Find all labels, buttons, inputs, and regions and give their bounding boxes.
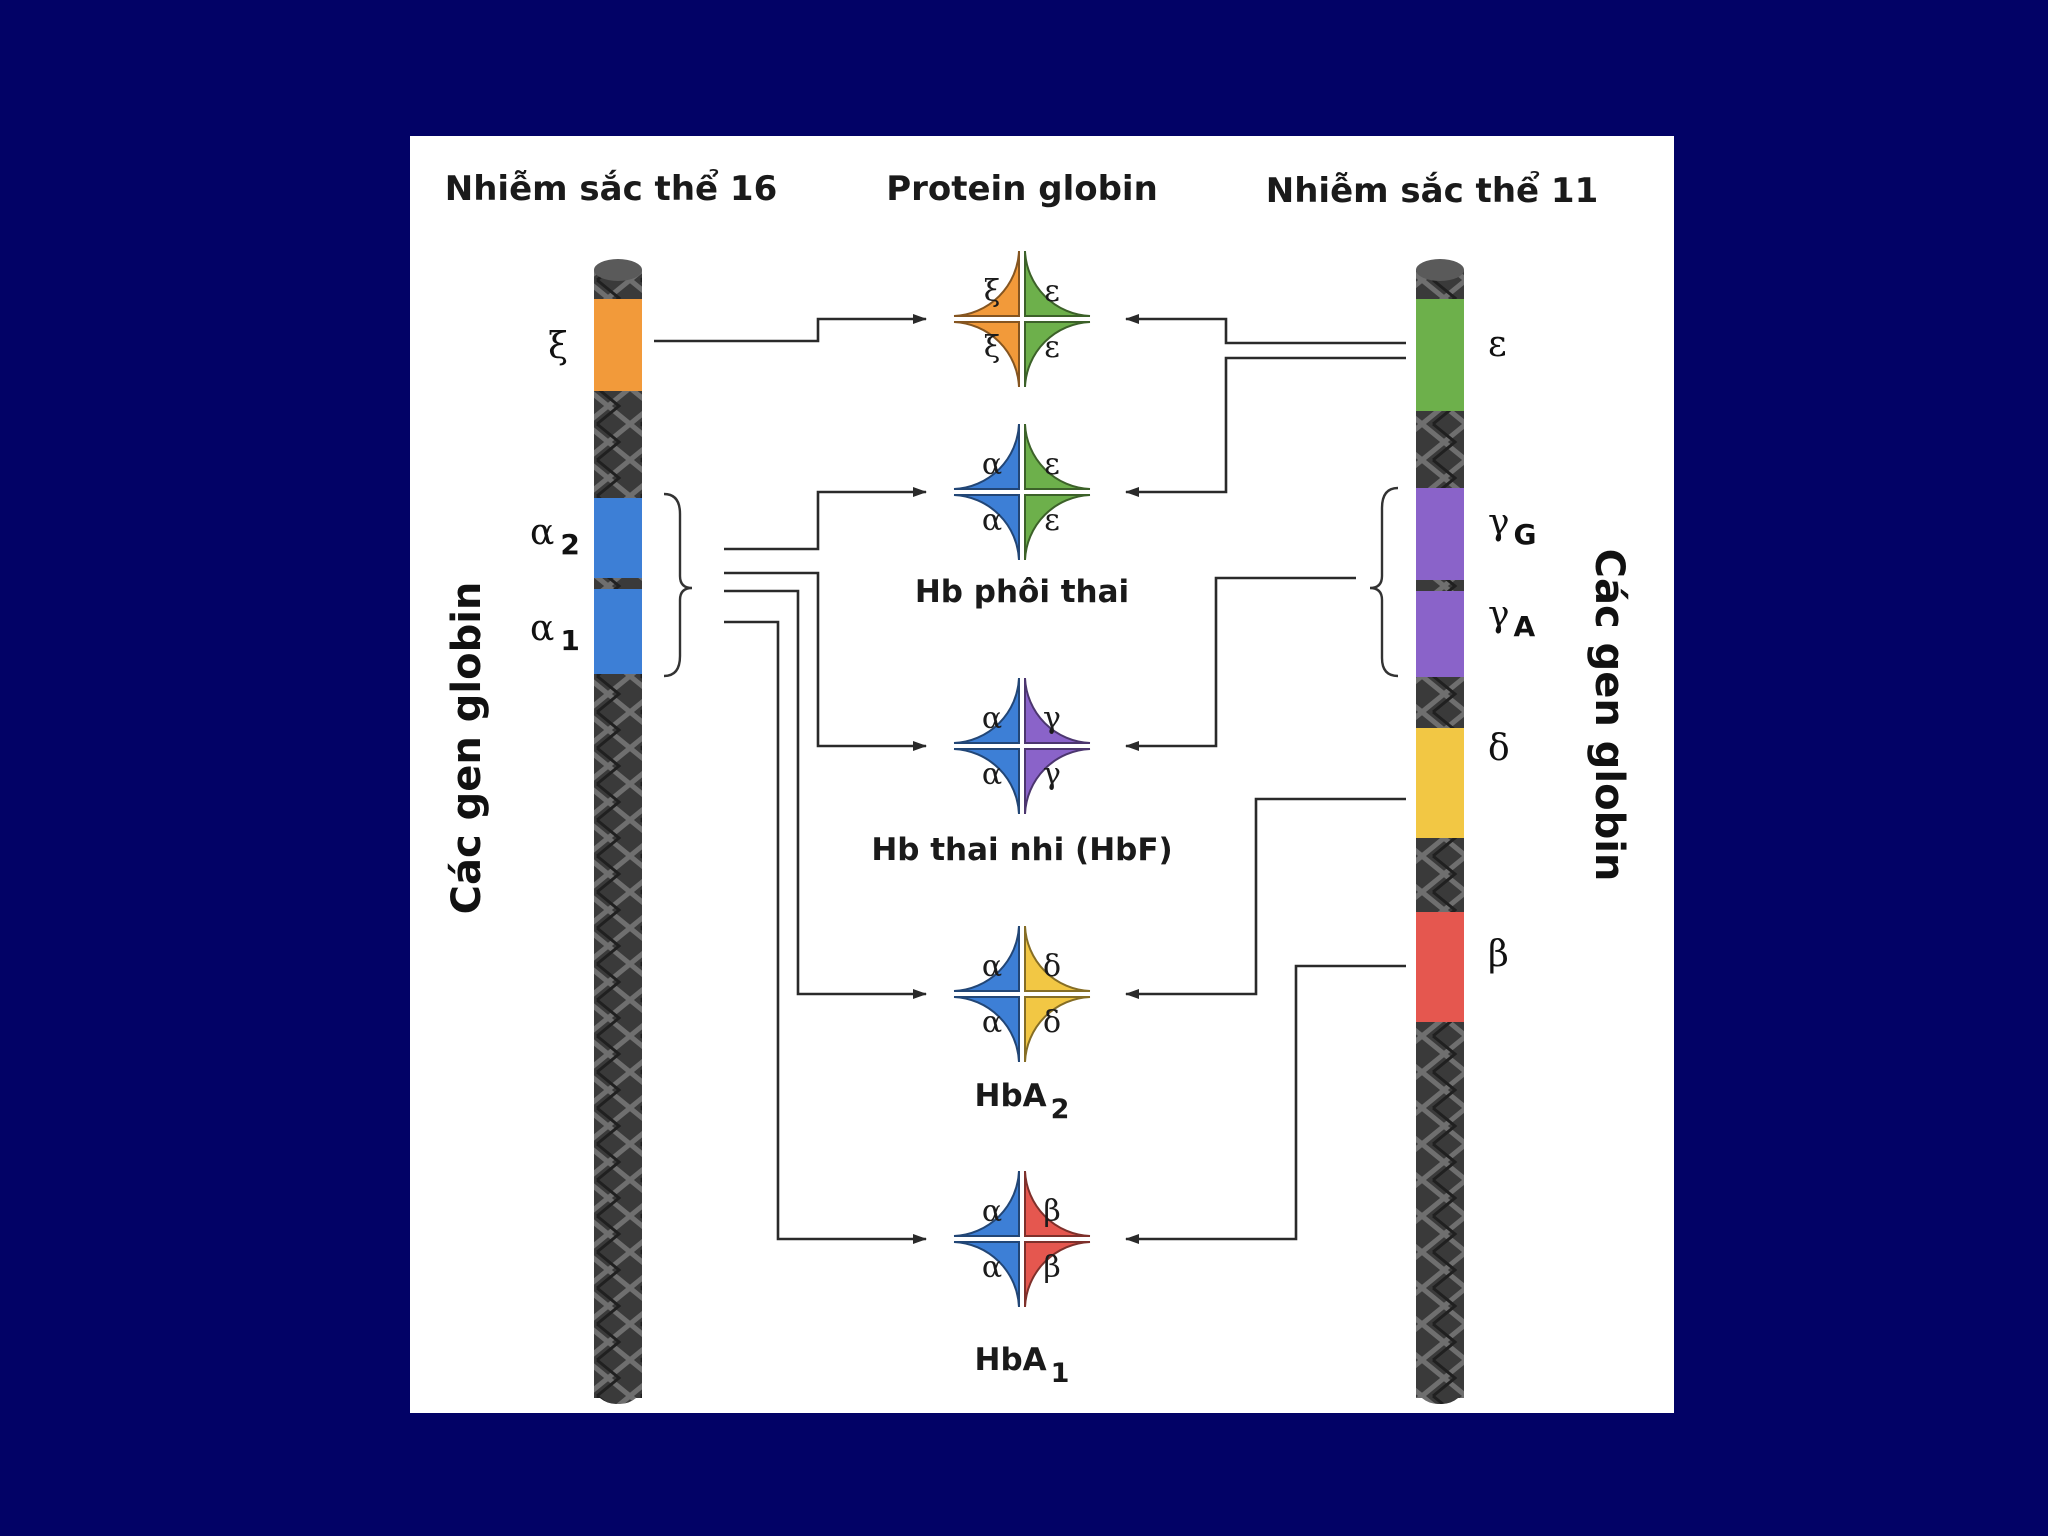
hbf-chain-label-3: α (982, 757, 1002, 792)
left-side-label: Các gen globin (444, 582, 490, 915)
hb-zeta-epsilon-subunit-1 (953, 250, 1020, 317)
alpha1-gene-band (594, 589, 642, 674)
hb-zeta-epsilon-subunit-3 (953, 321, 1020, 388)
hba2-chain-label-1: α (982, 949, 1002, 984)
chromosome-11 (1416, 259, 1464, 1404)
hbf-chain-label-4: γ (1043, 757, 1061, 792)
hba1-chain-label-3: α (982, 1250, 1002, 1285)
hba2-chain-label-3: α (982, 1005, 1002, 1040)
hb-alpha-epsilon-subunit-4 (1024, 494, 1091, 561)
hb-alpha-epsilon-tetramer: α ε α ε (953, 423, 1091, 561)
chromosome-11-header: Nhiễm sắc thể 11 (1266, 170, 1598, 211)
protein-globin-header: Protein globin (886, 169, 1158, 209)
hba2-subunit-2 (1024, 925, 1091, 992)
chromosome-16 (594, 259, 642, 1404)
hba1-chain-label-1: α (982, 1194, 1002, 1229)
beta-gene-label: β (1488, 934, 1509, 975)
hb-zeta-epsilon-chain-label-3: ξ (984, 330, 1001, 365)
hbf-subunit-3 (953, 748, 1020, 815)
hbf-chain-label-1: α (982, 701, 1002, 736)
gammaG-gene-band (1416, 488, 1464, 580)
hba1-subunit-1 (953, 1170, 1020, 1237)
right-side-label: Các gen globin (1586, 549, 1632, 882)
hb-alpha-epsilon-chain-label-3: α (982, 503, 1002, 538)
hbf-subunit-1 (953, 677, 1020, 744)
hba1-chain-label-2: β (1043, 1194, 1060, 1229)
delta-gene-band (1416, 728, 1464, 838)
hb-alpha-epsilon-chain-label-1: α (982, 447, 1002, 482)
delta-gene-label: δ (1488, 728, 1510, 769)
chromosome-16-cap (594, 259, 642, 281)
arrow-epsilon-to-hb2 (1125, 356, 1406, 497)
beta-gene-band (1416, 912, 1464, 1022)
hb-alpha-epsilon-label: Hb phôi thai (915, 574, 1129, 610)
arrow-zeta-to-hb1 (654, 314, 927, 343)
epsilon-gene-label: ε (1488, 324, 1507, 365)
zeta-gene-band (594, 299, 642, 391)
hba2-subunit-3 (953, 996, 1020, 1063)
globin-gene-diagram: Nhiễm sắc thể 16 Protein globin Nhiễm sắ… (444, 168, 1632, 1404)
hbf-subunit-2 (1024, 677, 1091, 744)
diagram-panel: Nhiễm sắc thể 16 Protein globin Nhiễm sắ… (410, 136, 1674, 1413)
arrow-alpha-to-hbf (724, 571, 927, 751)
hb-alpha-epsilon-subunit-1 (953, 423, 1020, 490)
hba2-subunit-1 (953, 925, 1020, 992)
hbf-chain-label-2: γ (1043, 701, 1061, 736)
hba2-chain-label-4: δ (1043, 1005, 1061, 1040)
arrow-alpha-to-hb2 (724, 487, 927, 551)
hba2-subunit-4 (1024, 996, 1091, 1063)
hba1-subunit-4 (1024, 1241, 1091, 1308)
epsilon-gene-band (1416, 299, 1464, 411)
hbf-tetramer: α γ α γ (953, 677, 1091, 815)
hba1-subunit-2 (1024, 1170, 1091, 1237)
hb-zeta-epsilon-chain-label-2: ε (1044, 274, 1060, 309)
hba1-tetramer: α β α β (953, 1170, 1091, 1308)
hba1-chain-label-4: β (1043, 1250, 1060, 1285)
hb-zeta-epsilon-tetramer: ξ ε ξ ε (953, 250, 1091, 388)
chromosome-16-body (594, 270, 642, 1398)
arrow-gamma-to-hbf (1125, 576, 1356, 751)
zeta-gene-label: ξ (548, 326, 568, 367)
chromosome-11-cap (1416, 259, 1464, 281)
hb-zeta-epsilon-subunit-4 (1024, 321, 1091, 388)
arrow-delta-to-hba2 (1125, 797, 1406, 999)
hbf-subunit-4 (1024, 748, 1091, 815)
hb-alpha-epsilon-subunit-3 (953, 494, 1020, 561)
alpha-cluster-brace (663, 492, 693, 678)
chromosome-16-header: Nhiễm sắc thể 16 (445, 168, 777, 209)
hba1-subunit-3 (953, 1241, 1020, 1308)
hbf-label: Hb thai nhi (HbF) (871, 832, 1172, 868)
hba2-tetramer: α δ α δ (953, 925, 1091, 1063)
hb-alpha-epsilon-chain-label-4: ε (1044, 503, 1060, 538)
hb-alpha-epsilon-subunit-2 (1024, 423, 1091, 490)
alpha2-gene-band (594, 498, 642, 578)
hemoglobin-tetramers: ξ ε ξ ε α ε α ε Hb phôi thai α γ α γ Hb thai nhi (HbF… (871, 250, 1173, 1389)
gamma-cluster-brace (1369, 486, 1399, 678)
hb-zeta-epsilon-chain-label-4: ε (1044, 330, 1060, 365)
hb-alpha-epsilon-chain-label-2: ε (1044, 447, 1060, 482)
arrow-alpha-to-hba2 (724, 589, 927, 999)
arrow-epsilon-to-hb1 (1125, 314, 1406, 345)
hba2-chain-label-2: δ (1043, 949, 1061, 984)
gammaA-gene-band (1416, 591, 1464, 677)
arrow-beta-to-hba1 (1125, 964, 1406, 1244)
hb-zeta-epsilon-chain-label-1: ξ (984, 274, 1001, 309)
hb-zeta-epsilon-subunit-2 (1024, 250, 1091, 317)
arrow-alpha-to-hba1 (724, 620, 927, 1244)
